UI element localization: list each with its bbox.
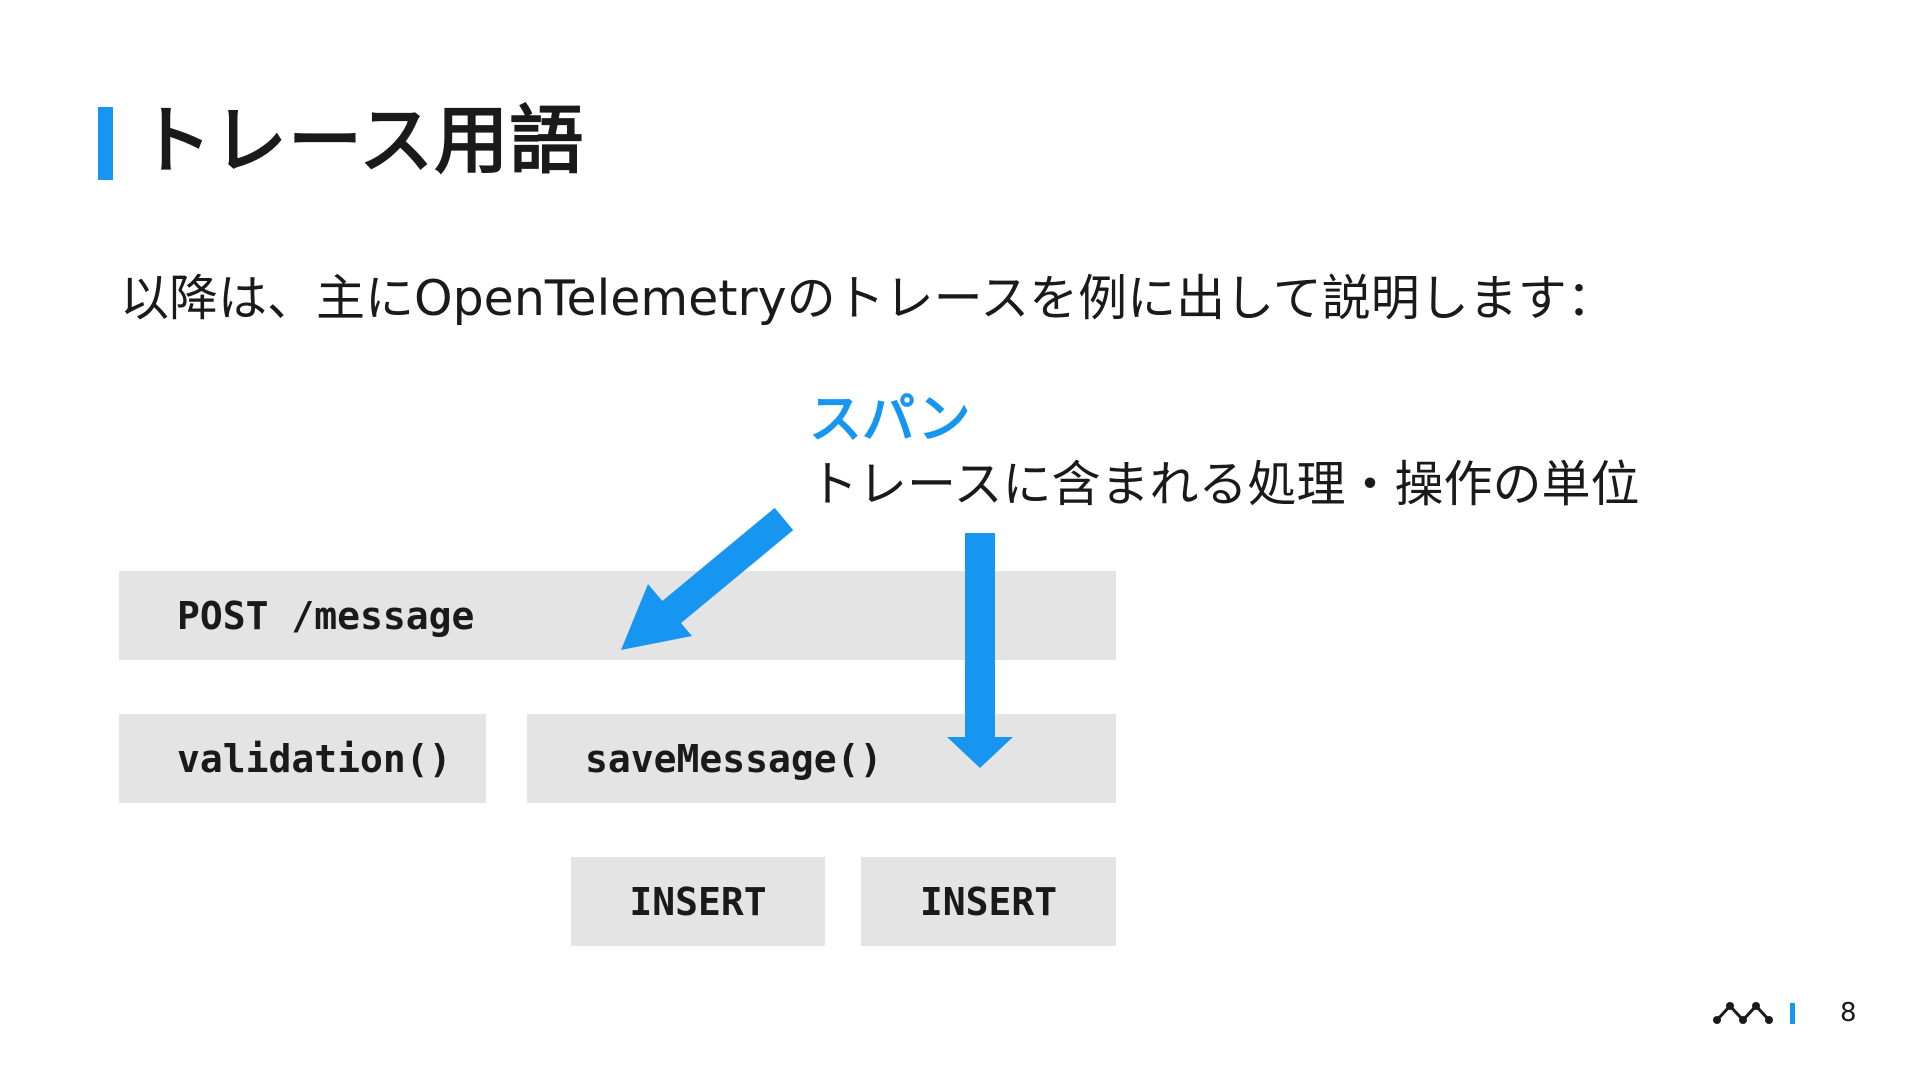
company-logo-icon: [1713, 1002, 1795, 1024]
lead-text: 以降は、主にOpenTelemetryのトレースを例に出して説明します：: [120, 270, 1616, 327]
span-label: validation(): [177, 736, 452, 781]
span-validation: validation(): [119, 714, 486, 803]
span-post-message: POST /message: [119, 571, 1116, 660]
span-save-message: saveMessage(): [527, 714, 1116, 803]
span-label: INSERT: [629, 879, 767, 924]
callout-description: トレースに含まれる処理・操作の単位: [809, 456, 1640, 513]
title-accent-bar: [98, 107, 113, 180]
slide-title: トレース用語: [138, 98, 585, 184]
callout-term: スパン: [809, 389, 971, 450]
page-number: 8: [1840, 998, 1857, 1028]
span-insert-2: INSERT: [861, 857, 1116, 946]
span-label: POST /message: [177, 593, 475, 638]
span-insert-1: INSERT: [571, 857, 825, 946]
span-label: saveMessage(): [585, 736, 883, 781]
span-label: INSERT: [919, 879, 1058, 924]
